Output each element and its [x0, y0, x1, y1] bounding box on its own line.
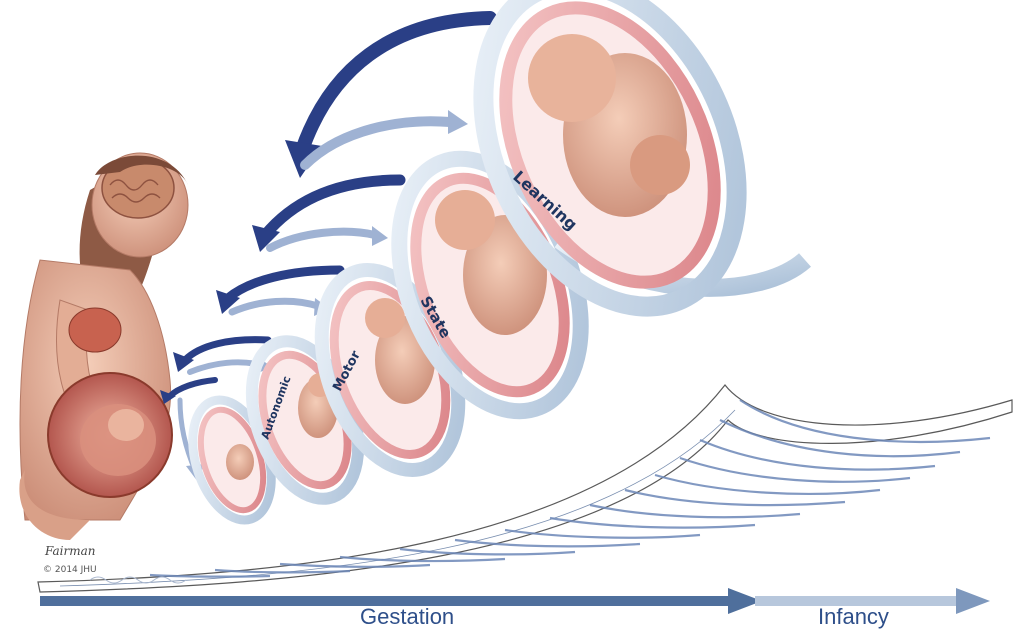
- mother-figure: [19, 153, 188, 540]
- fetus-stage-0: [226, 444, 254, 480]
- infancy-label: Infancy: [818, 604, 889, 630]
- stage-rings: [179, 0, 805, 530]
- artist-signature: Fairman: [44, 544, 96, 558]
- copyright-notice: © 2014 JHU: [43, 565, 97, 575]
- gestation-label: Gestation: [360, 604, 454, 630]
- heart-illustration: [69, 308, 121, 352]
